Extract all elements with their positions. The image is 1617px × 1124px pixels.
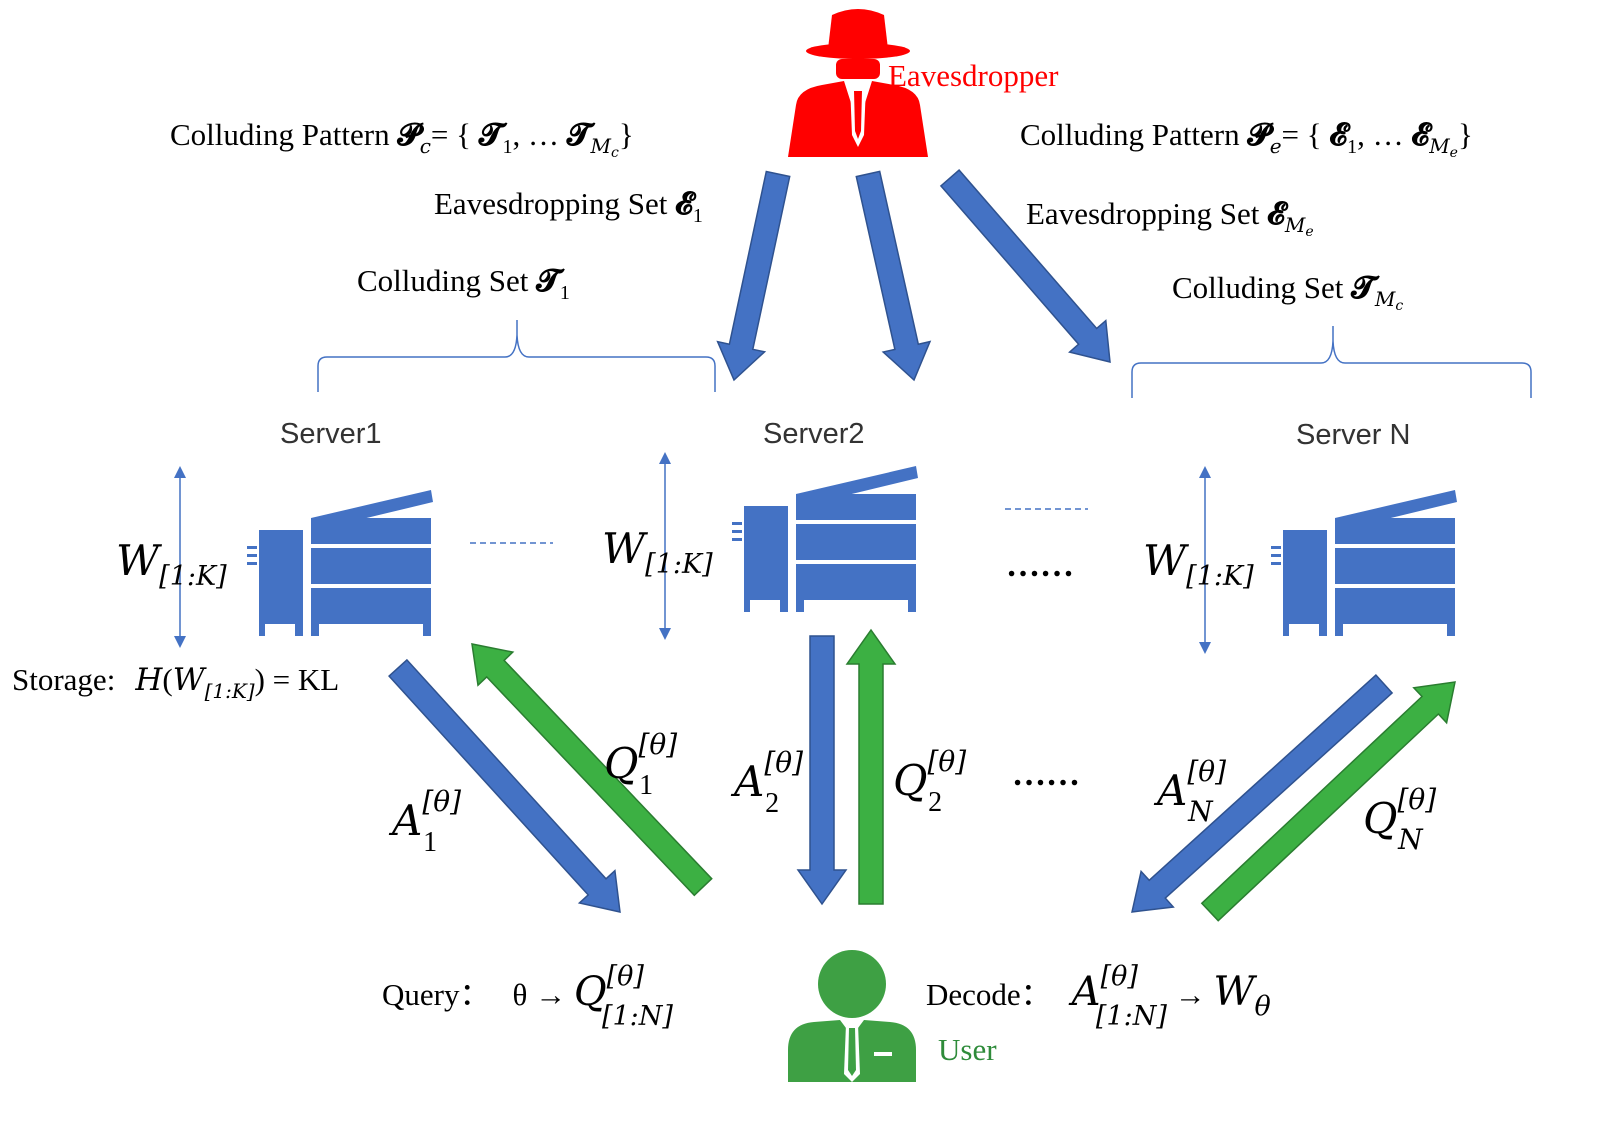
eavesdropping-set-m: Eavesdropping Set 𝓔Me <box>1026 196 1314 240</box>
query-formula: Query：θ → Q[θ][1:N] <box>382 961 673 1032</box>
storage-formula: Storage:H(W[1:K]) = KL <box>12 662 339 703</box>
eavesdrop-arrow-1 <box>716 170 791 382</box>
answer-arrow-n <box>1131 674 1394 913</box>
server-ellipsis: …… <box>1006 547 1074 584</box>
storage-symbol-1: W[1:K] <box>116 536 227 592</box>
query-arrow-2 <box>845 628 897 905</box>
query-arrow-1 <box>471 643 713 897</box>
query-label-2: Q[θ]2 <box>893 745 966 818</box>
server-1-label: Server1 <box>280 418 382 450</box>
colluding-brace-m <box>1131 326 1532 398</box>
storage-arrow-1 <box>174 466 186 648</box>
answer-arrow-2 <box>796 635 848 906</box>
storage-symbol-2: W[1:K] <box>602 524 713 580</box>
query-label-1: Q[θ]1 <box>604 728 677 801</box>
eavesdropper-label: Eavesdropper <box>888 58 1059 93</box>
storage-arrow-n <box>1199 466 1211 654</box>
colluding-pattern-left: Colluding Pattern 𝓟c= { 𝓣1, … 𝓣Mc} <box>170 117 634 161</box>
answer-arrow-1 <box>388 658 621 913</box>
server-2-icon <box>732 466 918 612</box>
server-2-label: Server2 <box>763 418 865 450</box>
server-n-label: Server N <box>1296 419 1410 451</box>
query-label-n: Q[θ]N <box>1363 783 1436 856</box>
eavesdropper-icon <box>788 9 928 157</box>
query-arrow-n <box>1200 681 1456 922</box>
eavesdropping-set-1: Eavesdropping Set 𝓔1 <box>434 186 703 227</box>
answer-label-1: A[θ]1 <box>388 785 461 858</box>
colluding-brace-1 <box>317 320 716 392</box>
storage-arrow-2 <box>659 452 671 640</box>
answer-label-n: A[θ]N <box>1153 755 1226 828</box>
colluding-set-m: Colluding Set 𝓣Mc <box>1172 270 1403 314</box>
eavesdrop-arrow-n <box>939 169 1111 363</box>
server-n-icon <box>1271 490 1457 636</box>
eavesdrop-arrow-2 <box>855 170 932 382</box>
storage-symbol-n: W[1:K] <box>1143 536 1254 592</box>
colluding-set-1: Colluding Set 𝓣1 <box>357 263 570 304</box>
user-label: User <box>938 1032 997 1067</box>
colluding-pattern-right: Colluding Pattern 𝓟e= { 𝓔1, … 𝓔Me} <box>1020 117 1473 161</box>
server-1-icon <box>247 490 433 636</box>
user-ellipsis: …… <box>1012 756 1080 793</box>
answer-label-2: A[θ]2 <box>730 746 803 819</box>
user-icon <box>788 950 916 1082</box>
decode-formula: Decode：A[θ][1:N] → Wθ <box>926 961 1271 1032</box>
